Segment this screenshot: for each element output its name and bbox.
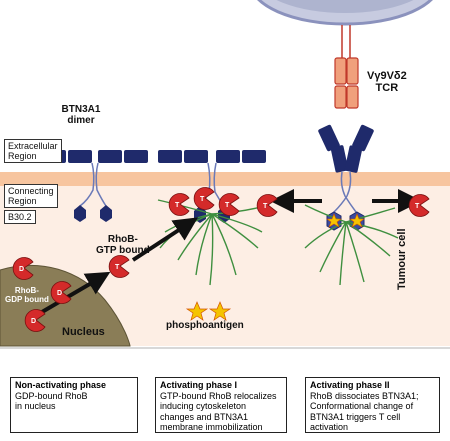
gtp-marker: T bbox=[263, 203, 268, 210]
arrow-cytoplasm-to-membrane bbox=[131, 217, 199, 262]
phase-box-activating-2: Activating phase II RhoB dissociates BTN… bbox=[305, 377, 440, 433]
gtp-marker: T bbox=[115, 264, 120, 271]
extracellular-line1: Extracellular bbox=[8, 141, 58, 151]
rhob-dissociated bbox=[256, 194, 430, 217]
connecting-line1: Connecting bbox=[8, 186, 54, 196]
phosphoantigen-free-stars bbox=[185, 301, 232, 321]
tcr-line2: TCR bbox=[375, 82, 399, 94]
tcr bbox=[334, 25, 359, 109]
rhob-gdp-line2: GDP bound bbox=[5, 295, 49, 304]
btn3a1-title: BTN3A1 dimer bbox=[52, 104, 110, 126]
gdp-marker: D bbox=[31, 318, 36, 325]
gtp-marker: T bbox=[200, 196, 205, 203]
rhob-gtp-line1: RhoB- bbox=[107, 234, 138, 245]
rhob-gtp-membrane bbox=[168, 187, 240, 216]
extracellular-line2: Region bbox=[8, 151, 37, 161]
phase-box-activating-1: Activating phase I GTP-bound RhoB reloca… bbox=[155, 377, 287, 433]
rhob-gtp-label: RhoB- GTP bound bbox=[96, 234, 150, 256]
tumour-cell-label: Tumour cell bbox=[396, 228, 408, 290]
phase-title: Activating phase I bbox=[160, 380, 238, 390]
extracellular-region-label: Extracellular Region bbox=[4, 139, 62, 163]
nucleus-label: Nucleus bbox=[62, 326, 105, 338]
rhob-gtp-line2: GTP bound bbox=[96, 245, 150, 256]
phase-description: GDP-bound RhoB in nucleus bbox=[15, 390, 88, 412]
gdp-marker: D bbox=[19, 266, 24, 273]
rhob-gdp-line1: RhoB- bbox=[14, 286, 39, 295]
dimer-label: dimer bbox=[67, 115, 95, 126]
phase-title: Activating phase II bbox=[310, 380, 390, 390]
phosphoantigen-bound-stars bbox=[326, 213, 365, 228]
tcr-label: Vγ9Vδ2 TCR bbox=[367, 70, 407, 94]
phase-box-non-activating: Non-activating phase GDP-bound RhoB in n… bbox=[10, 377, 138, 433]
rhob-gdp-label: RhoB- GDP bound bbox=[5, 286, 49, 304]
rhob-gtp-cytoplasm bbox=[108, 255, 130, 278]
tcr-line1: Vγ9Vδ2 bbox=[367, 70, 407, 82]
actin-filaments-phase2 bbox=[304, 204, 399, 286]
gtp-marker: T bbox=[175, 202, 180, 209]
btn3a1-label: BTN3A1 bbox=[61, 104, 101, 115]
gtp-marker: T bbox=[415, 203, 420, 210]
rhob-gdp-nucleus bbox=[12, 257, 72, 332]
phase-title: Non-activating phase bbox=[15, 380, 107, 390]
gtp-marker: T bbox=[225, 202, 230, 209]
cell-membrane bbox=[0, 172, 450, 186]
phase-description: GTP-bound RhoB relocalizes inducing cyto… bbox=[160, 390, 277, 433]
arrow-nucleus-to-cytoplasm bbox=[40, 271, 111, 314]
connecting-region-label: Connecting Region bbox=[4, 184, 58, 208]
connecting-line2: Region bbox=[8, 196, 37, 206]
phase-description: RhoB dissociates BTN3A1; Conformational … bbox=[310, 390, 419, 433]
phosphoantigen-label: phosphoantigen bbox=[166, 320, 244, 331]
b30-2-label: B30.2 bbox=[4, 210, 36, 224]
gdp-marker: D bbox=[57, 290, 62, 297]
